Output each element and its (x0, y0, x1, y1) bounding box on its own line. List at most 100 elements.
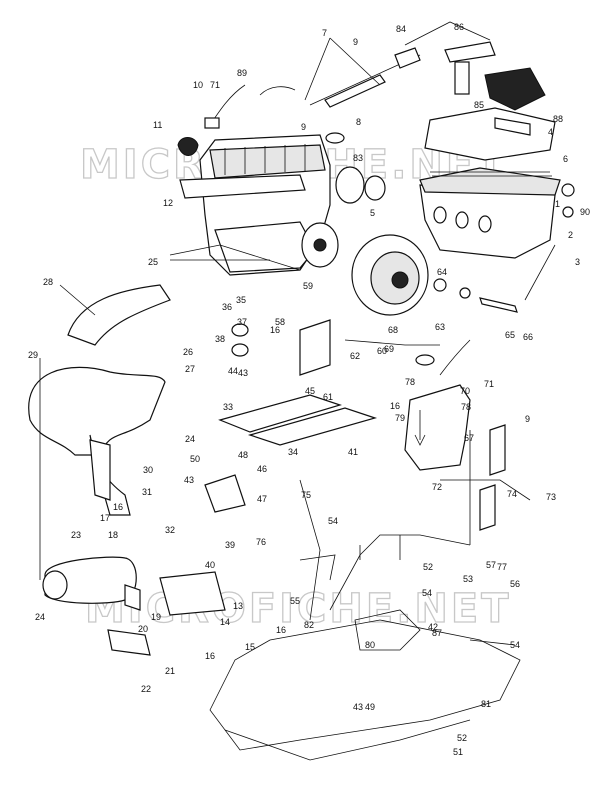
callout: 82 (304, 620, 314, 630)
callout: 52 (457, 733, 467, 743)
callout: 15 (245, 642, 255, 652)
chassis-frame (209, 424, 521, 761)
callout: 59 (303, 281, 313, 291)
callout: 66 (523, 332, 533, 342)
callout: 67 (464, 433, 474, 443)
callout: 34 (288, 447, 298, 457)
callout: 8 (356, 117, 361, 127)
callout: 20 (138, 624, 148, 634)
callout: 19 (151, 612, 161, 622)
callout-labels: 1 2 3 4 5 6 7 8 9 9 9 10 11 12 13 14 15 … (28, 22, 590, 757)
callout: 75 (301, 490, 311, 500)
callout: 88 (553, 114, 563, 124)
callout: 7 (322, 28, 327, 38)
callout: 76 (256, 537, 266, 547)
callout: 51 (453, 747, 463, 757)
callout: 10 (193, 80, 203, 90)
callout: 35 (236, 295, 246, 305)
callout: 16 (113, 502, 123, 512)
callout: 70 (460, 386, 470, 396)
callout: 16 (276, 625, 286, 635)
oil-tank (404, 339, 471, 471)
callout: 5 (370, 208, 375, 218)
callout: 38 (215, 334, 225, 344)
callout: 48 (238, 450, 248, 460)
callout: 50 (190, 454, 200, 464)
callout: 54 (328, 516, 338, 526)
callout: 27 (185, 364, 195, 374)
engine-assembly (179, 134, 386, 276)
callout: 80 (365, 640, 375, 650)
callout: 16 (390, 401, 400, 411)
callout: 40 (205, 560, 215, 570)
callout: 37 (237, 317, 247, 327)
callout: 68 (388, 325, 398, 335)
callout: 77 (497, 562, 507, 572)
callout: 25 (148, 257, 158, 267)
callout: 43 (238, 368, 248, 378)
callout: 11 (153, 120, 162, 130)
callout: 47 (257, 494, 267, 504)
callout: 16 (270, 325, 280, 335)
callout: 81 (481, 699, 491, 709)
callout: 78 (405, 377, 415, 387)
callout: 42 (428, 622, 438, 632)
callout: 30 (143, 465, 153, 475)
callout: 9 (301, 122, 306, 132)
callout: 90 (580, 207, 590, 217)
flywheel-assembly (351, 234, 518, 316)
carburetor-cable-assembly (177, 47, 421, 156)
callout: 45 (305, 386, 315, 396)
callout: 21 (165, 666, 175, 676)
callout: 44 (228, 366, 238, 376)
callout: 26 (183, 347, 193, 357)
callout: 6 (563, 154, 568, 164)
callout: 39 (225, 540, 235, 550)
callout: 64 (437, 267, 447, 277)
callout: 1 (555, 199, 560, 209)
callout: 71 (210, 80, 220, 90)
callout: 73 (546, 492, 556, 502)
callout: 16 (205, 651, 215, 661)
callout: 43 (184, 475, 194, 485)
callout: 2 (568, 230, 573, 240)
callout: 55 (290, 596, 300, 606)
callout: 57 (486, 560, 496, 570)
callout: 86 (454, 22, 464, 32)
callout: 13 (233, 601, 243, 611)
callout: 24 (35, 612, 45, 622)
callout: 14 (220, 617, 230, 627)
callout: 62 (350, 351, 360, 361)
callout: 84 (396, 24, 406, 34)
callout: 41 (348, 447, 358, 457)
callout: 79 (395, 413, 405, 423)
callout: 58 (275, 317, 285, 327)
engine-mount-assembly (159, 319, 378, 616)
callout: 69 (384, 344, 394, 354)
callout: 22 (141, 684, 151, 694)
watermark-bottom: MICROFICHE.NET (85, 586, 512, 632)
callout: 29 (28, 350, 38, 360)
callout: 9 (353, 37, 358, 47)
callout: 49 (365, 702, 375, 712)
callout: 31 (142, 487, 152, 497)
callout: 52 (423, 562, 433, 572)
callout: 3 (575, 257, 580, 267)
callout: 87 (432, 628, 442, 638)
exhaust-assembly (28, 284, 171, 656)
callout: 46 (257, 464, 267, 474)
callout: 36 (222, 302, 232, 312)
callout: 83 (353, 153, 363, 163)
callout: 78 (461, 402, 471, 412)
callout: 12 (163, 198, 173, 208)
callout: 60 (377, 346, 387, 356)
callout: 28 (43, 277, 53, 287)
callout: 61 (323, 392, 333, 402)
callout: 54 (422, 588, 432, 598)
callout: 74 (507, 489, 517, 499)
callout: 24 (185, 434, 195, 444)
callout: 43 (353, 702, 363, 712)
callout: 72 (432, 482, 442, 492)
callout: 65 (505, 330, 515, 340)
